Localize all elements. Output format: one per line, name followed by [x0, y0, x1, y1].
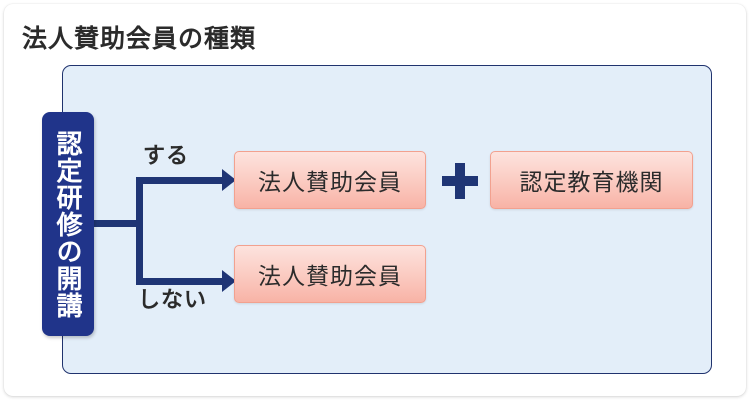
result-box-bottom-label: 法人賛助会員	[258, 263, 402, 289]
page-title: 法人賛助会員の種類	[22, 25, 257, 53]
branch-label-suru: する	[143, 143, 190, 168]
arrowhead-lower-icon	[222, 270, 236, 292]
diagram-card: 法人賛助会員の種類 する しない 法人賛助会員 認定教育機関 法人賛助会員 認定…	[4, 4, 746, 396]
connector-lower-branch-line	[136, 278, 226, 285]
root-node-box[interactable]: 認定研修の開講	[42, 112, 94, 336]
result-box-bottom[interactable]: 法人賛助会員	[234, 245, 426, 303]
root-node-label: 認定研修の開講	[53, 129, 84, 319]
result-box-top[interactable]: 法人賛助会員	[234, 151, 426, 209]
result-box-top-extra-label: 認定教育機関	[519, 169, 664, 195]
connector-trunk-line	[136, 177, 143, 285]
connector-stem-line	[91, 220, 143, 227]
diagram-panel: する しない 法人賛助会員 認定教育機関 法人賛助会員	[62, 65, 712, 374]
plus-icon-vertical-bar	[455, 163, 465, 199]
plus-icon	[442, 163, 478, 199]
connector-upper-branch-line	[136, 177, 226, 184]
result-box-top-label: 法人賛助会員	[258, 169, 402, 195]
arrowhead-upper-icon	[222, 169, 236, 191]
result-box-top-extra[interactable]: 認定教育機関	[490, 151, 693, 209]
branch-label-shinai: しない	[138, 287, 208, 312]
